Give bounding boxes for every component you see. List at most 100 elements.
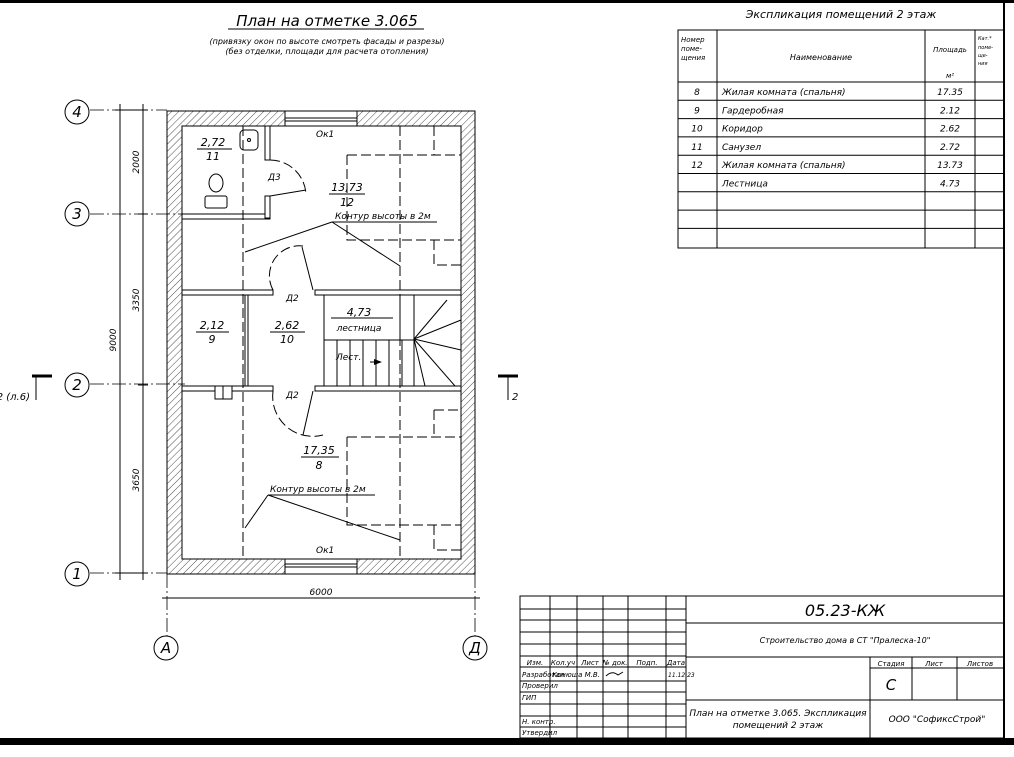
stamp-role: Разработал — [522, 671, 565, 679]
dim-total-vertical: 9000 — [109, 328, 119, 351]
axis-1-label: 1 — [72, 565, 82, 583]
row-name: Гардеробная — [722, 106, 784, 116]
svg-text:м²: м² — [946, 72, 954, 80]
exterior-walls — [166, 110, 476, 575]
axis-4-marker — [64, 99, 90, 125]
grid-axes: 4 3 2 1 А Д — [64, 99, 488, 661]
row-number: 11 — [691, 143, 702, 153]
dimensions: 9000 2000 3350 3650 6000 — [109, 104, 480, 599]
fixtures — [204, 129, 259, 209]
room-9: 2,129 — [196, 319, 229, 346]
axis-2-marker — [64, 372, 90, 398]
door-d2-lower-label: Д2 — [285, 391, 299, 401]
stamp-col-header: Лист — [580, 659, 600, 667]
axis-d-label: Д — [468, 639, 481, 657]
plan-title: План на отметке 3.065 — [236, 12, 418, 30]
row-name: Жилая комната (спальня) — [721, 161, 846, 171]
svg-text:4,73: 4,73 — [347, 306, 372, 319]
svg-text:13,73: 13,73 — [331, 181, 363, 194]
svg-text:11: 11 — [206, 150, 220, 163]
stamp-col-header: Дата — [666, 659, 685, 667]
stamp-role: Утвердил — [522, 729, 558, 737]
organization: ООО "СофиксСтрой" — [889, 715, 986, 725]
axis-d-marker — [462, 635, 488, 661]
axis-a-label: А — [160, 639, 171, 657]
room-8: 17,35 8 — [301, 444, 339, 472]
room-stair: 4,73 лестница — [331, 306, 393, 334]
plan-note-2: (без отделки, площади для расчета отопле… — [225, 47, 428, 56]
svg-text:помещений 2 этаж: помещений 2 этаж — [733, 721, 824, 731]
window-top-label: Ок1 — [316, 130, 334, 140]
axis-3-marker — [64, 201, 90, 227]
document-code: 05.23-КЖ — [805, 601, 886, 620]
sink-icon — [239, 129, 259, 151]
svg-text:щения: щения — [681, 54, 705, 62]
row-area: 17.35 — [937, 88, 963, 98]
row-area: 2.12 — [940, 106, 960, 116]
stamp-role: Проверил — [522, 682, 558, 690]
doors: Д3 Д2 Д2 Ок1 Ок1 — [267, 130, 334, 556]
developer-name: Конюша М.В. — [552, 671, 600, 679]
svg-text:Лист: Лист — [924, 660, 944, 668]
table-row: 9 Гардеробная 2.12 — [694, 106, 960, 116]
axis-4-label: 4 — [72, 103, 82, 121]
svg-text:9: 9 — [209, 333, 216, 346]
svg-text:17,35: 17,35 — [303, 444, 335, 457]
svg-text:Номер: Номер — [681, 36, 705, 44]
dim-2000: 2000 — [132, 150, 142, 173]
svg-text:лестница: лестница — [336, 324, 382, 334]
door-d3-label: Д3 — [267, 173, 281, 183]
svg-text:8: 8 — [316, 459, 323, 472]
svg-text:ния: ния — [978, 61, 988, 67]
dim-total-horizontal: 6000 — [310, 588, 333, 598]
frame-top — [0, 0, 1014, 3]
svg-text:поме-: поме- — [681, 45, 702, 53]
stage-value: С — [886, 676, 897, 694]
svg-text:Площадь: Площадь — [933, 46, 967, 54]
height-contours: Контур высоты в 2м Контур высоты в 2м — [242, 126, 461, 559]
dim-3650: 3650 — [132, 468, 142, 491]
svg-text:Стадия: Стадия — [878, 660, 905, 668]
svg-text:поме-: поме- — [978, 45, 993, 51]
table-row: 11 Санузел 2.72 — [691, 143, 960, 153]
row-number: 9 — [694, 106, 700, 116]
row-area: 4.73 — [940, 180, 960, 190]
row-name: Лестница — [721, 180, 768, 190]
sheet-title: План на отметке 3.065. Экспликация — [689, 709, 867, 719]
contour-label-upper: Контур высоты в 2м — [335, 212, 431, 222]
svg-text:Листов: Листов — [966, 660, 993, 668]
row-area: 2.72 — [940, 143, 960, 153]
svg-text:2,72: 2,72 — [201, 136, 226, 149]
door-d2-upper-label: Д2 — [285, 294, 299, 304]
stamp-col-header: Подп. — [636, 659, 657, 667]
row-number: 10 — [691, 125, 703, 135]
axis-1-marker — [64, 561, 90, 587]
row-area: 13.73 — [937, 161, 963, 171]
stamp-col-header: Изм. — [527, 659, 543, 667]
project-name: Строительство дома в СТ "Пралеска-10" — [760, 636, 931, 645]
stamp-role: Н. контр. — [522, 718, 556, 726]
row-area: 2.62 — [940, 125, 960, 135]
row-name: Санузел — [722, 143, 761, 153]
svg-text:2,62: 2,62 — [275, 319, 300, 332]
axis-3-label: 3 — [72, 205, 82, 223]
sheet-format: формат А3 — [895, 745, 941, 754]
axis-a-marker — [153, 635, 179, 661]
axis-2-label: 2 — [72, 376, 82, 394]
svg-text:10: 10 — [280, 333, 294, 346]
explication-table: Экспликация помещений 2 этаж Номер поме-… — [677, 8, 1005, 249]
dim-3350: 3350 — [132, 288, 142, 311]
stamp-col-header: № док. — [601, 659, 627, 667]
svg-text:Кат.*: Кат.* — [978, 36, 992, 42]
stamp-role: ГИП — [522, 694, 537, 702]
row-name: Жилая комната (спальня) — [721, 88, 846, 98]
stamp-col-header: Кол.уч — [551, 659, 575, 667]
